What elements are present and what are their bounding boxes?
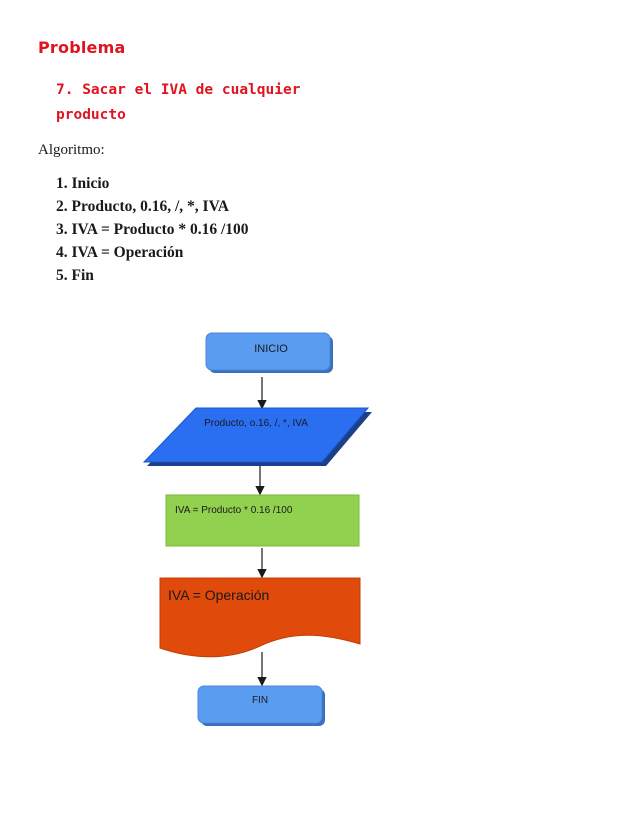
flow-start-node: INICIO [205,332,333,373]
step-item: 2. Producto, 0.16, /, *, IVA [56,198,229,215]
flow-end-node: FIN [197,685,325,726]
flow-input-label: Producto, o.16, /, *, IVA [204,418,308,429]
problem-statement: 7. Sacar el IVA de cualquier producto [56,82,301,123]
flow-output-label: IVA = Operación [168,587,269,603]
flow-process-label: IVA = Producto * 0.16 /100 [175,505,293,516]
step-item: 5. Fin [56,267,94,284]
step-item: 4. IVA = Operación [56,244,184,261]
flow-end-label: FIN [252,695,268,706]
algorithm-steps: 1. Inicio 2. Producto, 0.16, /, *, IVA 3… [56,172,249,287]
flow-input-node: Producto, o.16, /, *, IVA [142,407,372,466]
step-item: 1. Inicio [56,175,110,192]
flow-output-node: IVA = Operación [159,577,361,658]
flow-start-label: INICIO [254,343,288,355]
flow-process-node: IVA = Producto * 0.16 /100 [165,494,360,547]
algorithm-label: Algoritmo: [38,142,105,158]
step-item: 3. IVA = Producto * 0.16 /100 [56,221,249,238]
page-heading: Problema [38,38,126,57]
